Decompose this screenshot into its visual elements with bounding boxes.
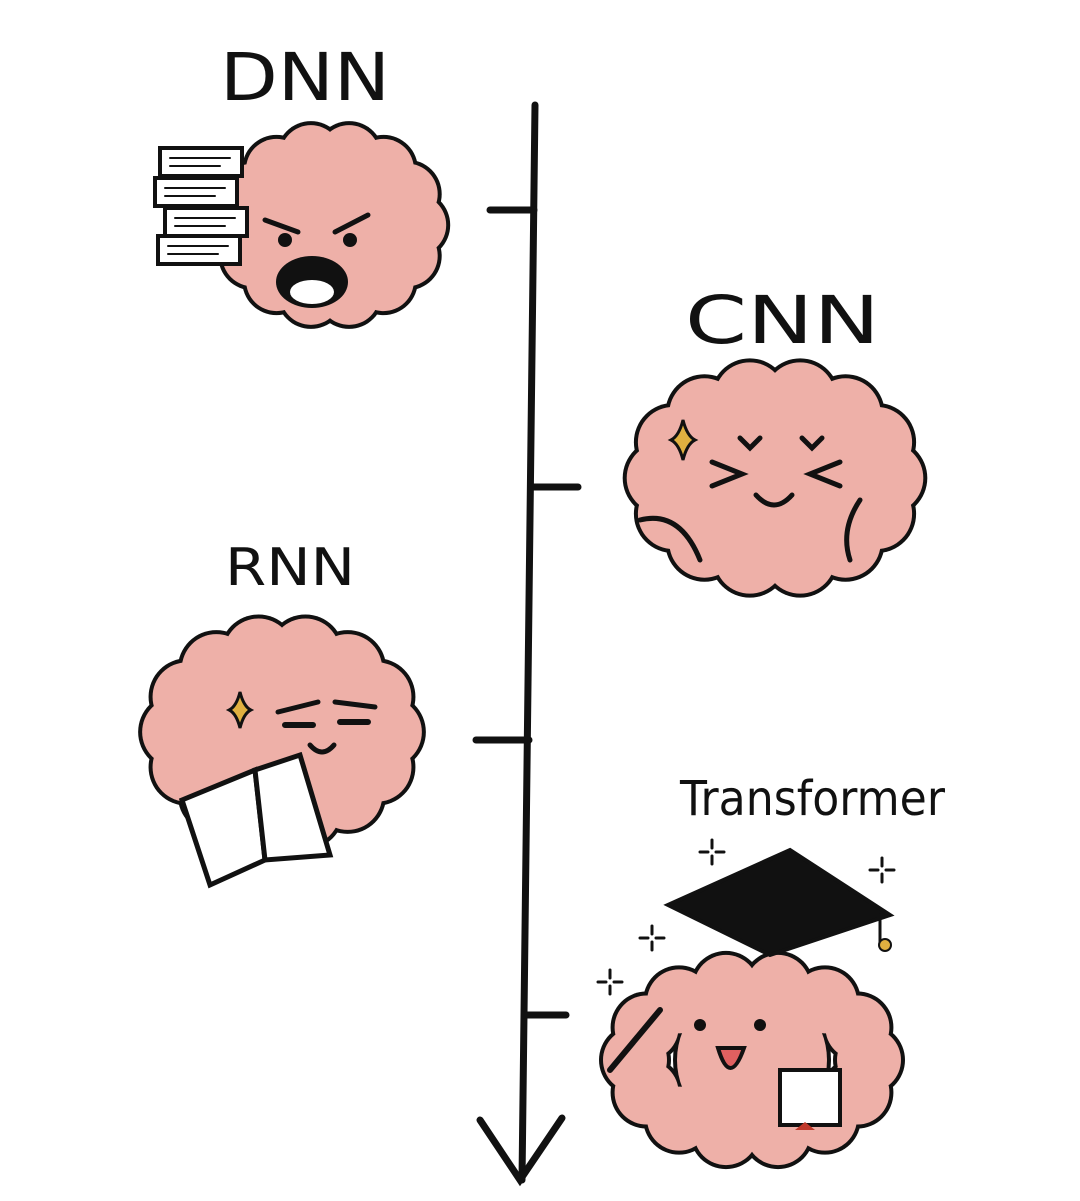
eye [694, 1019, 706, 1031]
brows [275, 699, 378, 715]
brain-cnn [622, 358, 928, 598]
half-eyes [282, 719, 371, 728]
label-cnn: CNN [685, 282, 880, 359]
twinkle-icon [868, 856, 896, 884]
sparkle-icon [225, 691, 255, 729]
hands [637, 497, 863, 563]
axis-line [518, 101, 539, 1184]
smile [753, 492, 795, 508]
eye [278, 233, 292, 247]
brain-rnn [138, 614, 426, 889]
brain-fill [825, 995, 890, 1060]
book-icon [178, 751, 334, 889]
label-transformer: Transformer [679, 771, 945, 827]
paper-sheet [153, 176, 239, 208]
paper-lines [164, 187, 226, 197]
angry-brows [262, 212, 371, 235]
timeline-axis [472, 101, 582, 1187]
twinkle-icon [596, 968, 624, 996]
brain-transformer [596, 838, 905, 1170]
paper-lines [167, 245, 229, 255]
label-dnn: DNN [220, 39, 390, 116]
paper-stack [153, 146, 249, 266]
smile [307, 742, 337, 755]
brain-fill [201, 651, 363, 813]
bouquet-icon [778, 1068, 842, 1127]
ribbon-icon [795, 1122, 815, 1130]
paper-lines [174, 217, 236, 227]
paper-sheet [163, 206, 249, 238]
brows [737, 435, 825, 452]
sparkle-icon [667, 419, 699, 461]
twinkle-icon [638, 924, 666, 952]
eye [754, 1019, 766, 1031]
eye [343, 233, 357, 247]
brain-fill [692, 395, 858, 561]
graduation-cap-icon [663, 847, 895, 958]
book-right-page [252, 751, 334, 863]
label-rnn: RNN [225, 538, 355, 598]
teeth [290, 280, 334, 304]
open-smile [715, 1046, 747, 1070]
squint-eyes [709, 459, 843, 489]
diploma-icon [607, 1007, 663, 1073]
brain-dnn [153, 121, 451, 329]
paper-sheet [156, 234, 242, 266]
arrow-head [476, 1114, 566, 1187]
paper-sheet [158, 146, 244, 178]
paper-lines [169, 157, 231, 167]
twinkle-icon [698, 838, 726, 866]
brain-fill [841, 407, 913, 478]
tassel-knot [878, 938, 892, 952]
